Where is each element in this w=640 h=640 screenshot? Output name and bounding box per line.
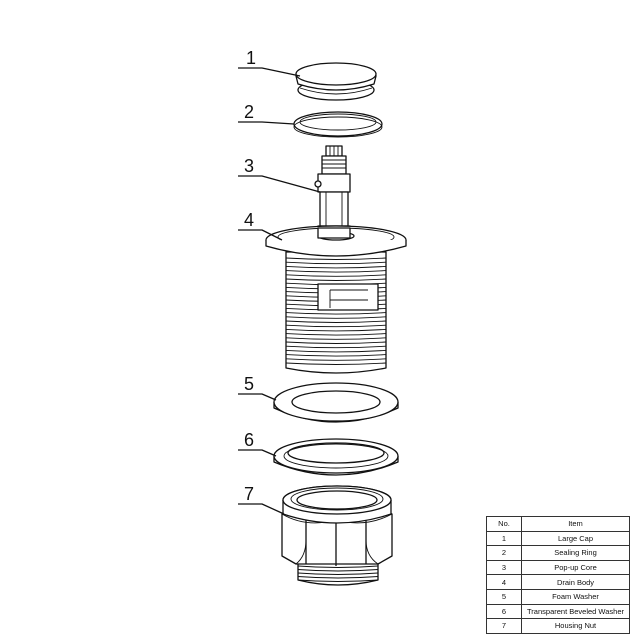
callout-label: 6 — [244, 430, 254, 450]
callout-5: 5 — [238, 374, 277, 401]
table-row: 2 Sealing Ring — [486, 545, 630, 561]
thread-line — [285, 337, 387, 340]
part-sealing-ring — [293, 111, 383, 138]
thread-line — [285, 316, 387, 319]
thread-line — [297, 569, 379, 572]
row-item: Housing Nut — [521, 618, 630, 634]
header-no: No. — [486, 516, 522, 532]
thread-line — [285, 333, 387, 336]
thread-line — [285, 320, 387, 323]
thread-line — [285, 270, 387, 273]
thread-line — [285, 358, 387, 361]
callout-3: 3 — [238, 156, 321, 193]
part-housing-nut — [281, 485, 393, 586]
part-foam-washer — [273, 382, 399, 423]
table-row: 3 Pop-up Core — [486, 559, 630, 576]
row-no: 5 — [486, 588, 522, 605]
row-item: Pop-up Core — [521, 559, 630, 576]
callout-2: 2 — [238, 102, 295, 125]
housing-nut-threads — [297, 565, 379, 582]
callout-label: 5 — [244, 374, 254, 394]
callout-label: 4 — [244, 210, 254, 230]
row-no: 7 — [486, 618, 522, 634]
thread-line — [285, 354, 387, 357]
table-row: 4 Drain Body — [486, 574, 630, 590]
thread-line — [297, 576, 379, 579]
row-no: 3 — [486, 559, 522, 576]
parts-table: No. Item 1 Large Cap 2 Sealing Ring 3 Po… — [486, 516, 630, 634]
row-no: 1 — [486, 530, 522, 547]
row-no: 4 — [486, 574, 522, 590]
thread-line — [285, 265, 387, 269]
callout-label: 2 — [244, 102, 254, 122]
table-row: 5 Foam Washer — [486, 588, 630, 605]
thread-line — [285, 274, 387, 277]
callout-7: 7 — [238, 484, 285, 515]
row-no: 6 — [486, 603, 522, 620]
callout-1: 1 — [238, 48, 301, 77]
thread-line — [285, 349, 387, 353]
thread-line — [285, 341, 387, 344]
drain-body-threads — [285, 257, 387, 365]
thread-line — [285, 328, 387, 332]
row-item: Large Cap — [521, 530, 630, 547]
part-large-cap — [295, 62, 377, 101]
thread-line — [297, 565, 379, 568]
callout-4: 4 — [238, 210, 283, 241]
table-row: 7 Housing Nut — [486, 618, 630, 634]
callout-label: 3 — [244, 156, 254, 176]
table-row: 6 Transparent Beveled Washer — [486, 603, 630, 620]
thread-line — [285, 257, 387, 260]
row-no: 2 — [486, 545, 522, 561]
row-item: Foam Washer — [521, 588, 630, 605]
part-drain-body — [265, 225, 407, 374]
callout-6: 6 — [238, 430, 277, 457]
thread-line — [297, 572, 379, 575]
header-item: Item — [521, 516, 630, 532]
table-header-row: No. Item — [486, 516, 630, 532]
row-item: Transparent Beveled Washer — [521, 603, 630, 620]
row-item: Sealing Ring — [521, 545, 630, 561]
thread-line — [285, 362, 387, 365]
thread-line — [285, 312, 387, 315]
callout-label: 1 — [246, 48, 256, 68]
callout-label: 7 — [244, 484, 254, 504]
thread-line — [297, 579, 379, 582]
thread-line — [285, 261, 387, 265]
thread-line — [285, 345, 387, 349]
thread-line — [285, 278, 387, 281]
part-pop-up-core — [314, 145, 351, 247]
table-row: 1 Large Cap — [486, 530, 630, 547]
row-item: Drain Body — [521, 574, 630, 590]
part-beveled-washer — [273, 438, 399, 476]
thread-line — [285, 324, 387, 328]
